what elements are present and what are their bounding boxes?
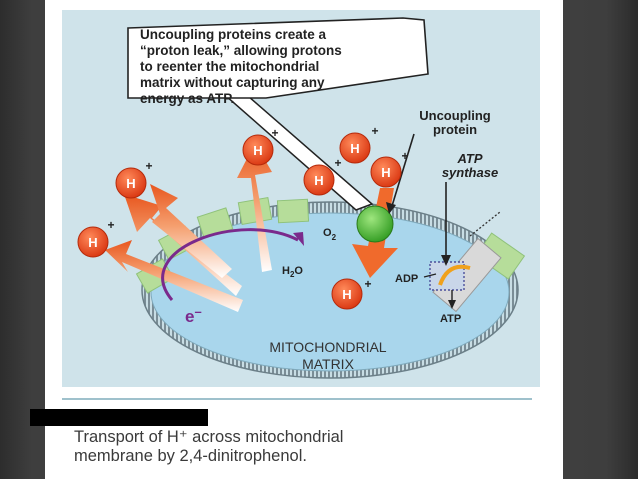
uncoupling-protein: [356, 205, 394, 243]
proton-1: H +: [115, 159, 153, 199]
water-h: H: [282, 265, 290, 277]
proton-2: H +: [77, 218, 115, 258]
proton-5: H +: [339, 124, 379, 164]
svg-text:to reenter the mitochondrial: to reenter the mitochondrial: [140, 59, 319, 74]
electron-label: e–: [185, 304, 202, 326]
electron-path: [161, 228, 304, 301]
redaction-bar: [30, 409, 208, 426]
svg-text:“proton leak,” allowing proton: “proton leak,” allowing protons: [140, 43, 342, 58]
atp-label: ATP: [440, 313, 461, 325]
proton-group: H + H + H + H + H + H + H: [77, 124, 409, 310]
proton-3-charge: +: [271, 126, 278, 140]
proton-3-symbol: H: [253, 143, 262, 158]
electron-charge: –: [194, 304, 201, 319]
callout-line-2: “proton leak,” allowing protons: [140, 43, 342, 58]
proton-1-charge: +: [145, 159, 152, 173]
figure-caption: Transport of H⁺ across mitochondrial mem…: [74, 428, 544, 466]
callout-line-5: energy as ATP.: [140, 91, 234, 106]
proton-pump-arrows: [105, 143, 272, 312]
proton-1-symbol: H: [126, 176, 135, 191]
atp-synthase-label-2: synthase: [442, 165, 498, 180]
proton-6-charge: +: [401, 149, 408, 163]
svg-text:matrix without capturing any: matrix without capturing any: [140, 75, 325, 90]
matrix-label-1: MITOCHONDRIAL: [269, 339, 386, 355]
callout-line-1: Uncoupling proteins create a: [140, 27, 327, 42]
electron-symbol: e: [185, 307, 194, 326]
adp-label: ADP: [395, 273, 418, 285]
water-label: H2O: [282, 265, 303, 279]
svg-text:energy as ATP.: energy as ATP.: [140, 91, 234, 106]
caption-line-1: Transport of H⁺ across mitochondrial: [74, 428, 344, 446]
caption-line-2: membrane by 2,4-dinitrophenol.: [74, 447, 307, 465]
caption-divider: [62, 398, 532, 400]
water-o: O: [294, 265, 303, 277]
uncoupling-protein-label-1: Uncoupling: [419, 108, 491, 123]
oxygen-subscript: 2: [332, 233, 337, 242]
proton-7-charge: +: [364, 277, 371, 291]
proton-5-charge: +: [371, 124, 378, 138]
proton-2-symbol: H: [88, 235, 97, 250]
atp-synthase-label-1: ATP: [456, 151, 482, 166]
oxygen-label: O2: [323, 227, 337, 242]
uncoupling-protein-label-2: protein: [433, 122, 477, 137]
proton-2-charge: +: [107, 218, 114, 232]
mitochondrial-membrane: [141, 201, 519, 379]
matrix-label-2: MATRIX: [302, 356, 355, 372]
oxygen-symbol: O: [323, 227, 332, 239]
proton-6-symbol: H: [381, 165, 390, 180]
water-subscript: 2: [290, 270, 295, 279]
proton-4: H +: [303, 156, 342, 196]
proton-3: H +: [242, 126, 279, 166]
callout-line-3: to reenter the mitochondrial: [140, 59, 319, 74]
uncoupling-pointer: [391, 133, 415, 207]
proton-4-symbol: H: [314, 173, 323, 188]
callout-line-4: matrix without capturing any: [140, 75, 325, 90]
proton-4-charge: +: [334, 156, 341, 170]
proton-7: H +: [331, 277, 372, 310]
svg-text:Uncoupling proteins create a: Uncoupling proteins create a: [140, 27, 327, 42]
proton-6: H +: [370, 149, 409, 188]
callout-box: [127, 17, 429, 99]
proton-5-symbol: H: [350, 141, 359, 156]
proton-7-symbol: H: [342, 287, 351, 302]
adp-arrow: [423, 273, 437, 278]
